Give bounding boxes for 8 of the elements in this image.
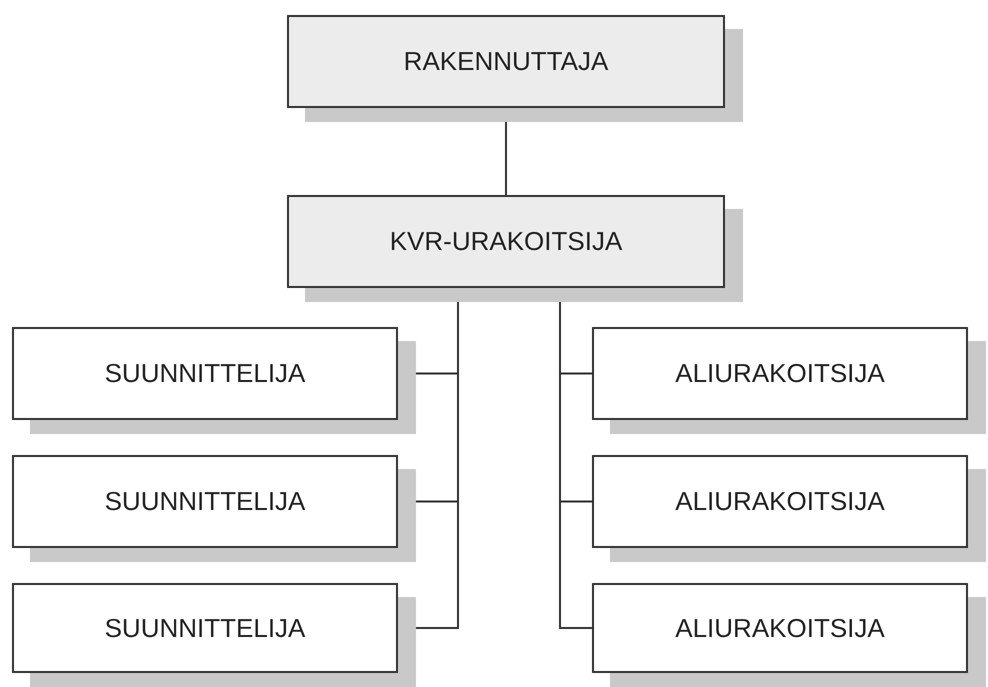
- box-label: RAKENNUTTAJA: [404, 46, 608, 77]
- box-label: ALIURAKOITSIJA: [675, 486, 885, 517]
- box-label: ALIURAKOITSIJA: [675, 612, 885, 644]
- box-label: ALIURAKOITSIJA: [675, 358, 885, 389]
- box-label: SUUNNITTELIJA: [104, 612, 306, 644]
- box-label: SUUNNITTELIJA: [104, 358, 306, 389]
- box-label: KVR-URAKOITSIJA: [390, 226, 622, 257]
- box-label: SUUNNITTELIJA: [104, 486, 306, 517]
